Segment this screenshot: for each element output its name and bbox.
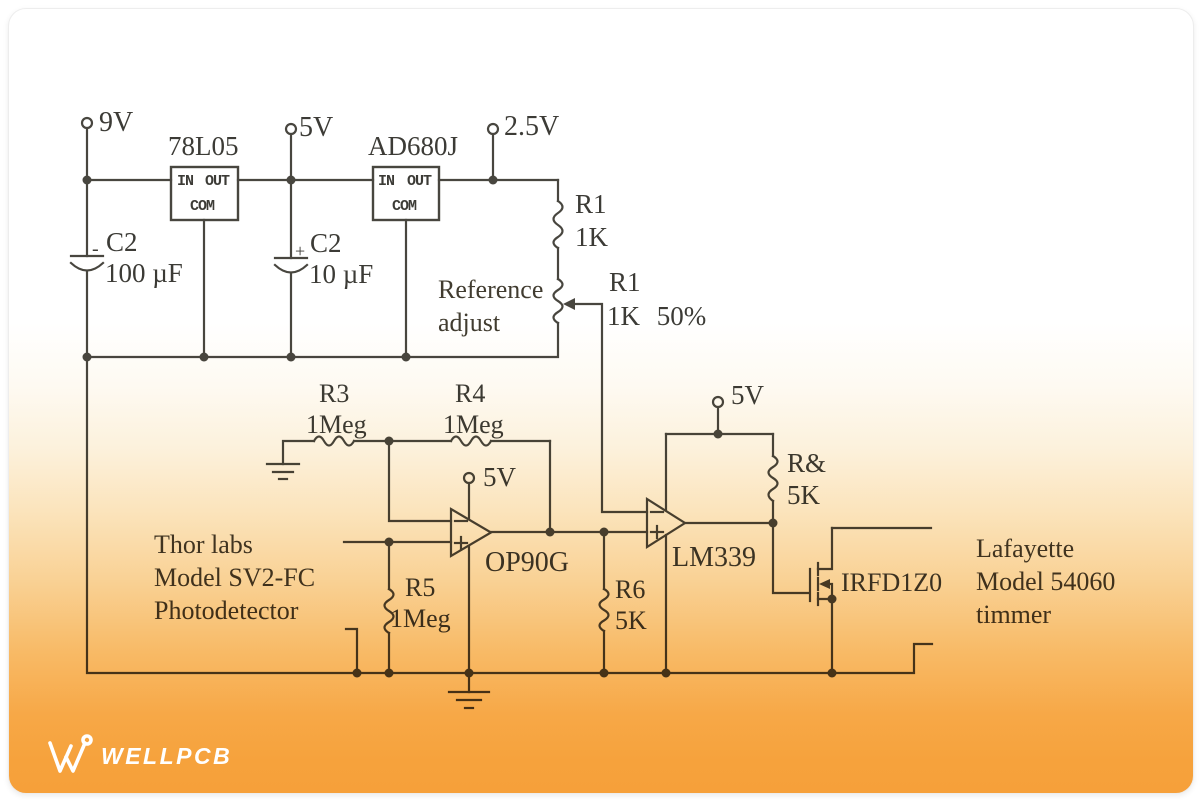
label-9v: 9V (99, 107, 134, 138)
photodetector-line3: Photodetector (154, 596, 299, 625)
comparator-lm339-symbol (645, 405, 775, 675)
wellpcb-logo-mark (48, 734, 93, 773)
timer-line1: Lafayette (976, 534, 1075, 563)
label-irfd1z0: IRFD1Z0 (841, 568, 943, 597)
cap-c2b-value: 10 µF (309, 259, 374, 289)
res-r7-name: R& (787, 448, 827, 478)
label-78l05: 78L05 (168, 131, 239, 161)
resistor-r6-5k (598, 530, 610, 675)
res-r6-name: R6 (615, 575, 646, 604)
resistor-r1-1k (552, 178, 564, 281)
res-r4-value: 1Meg (443, 410, 504, 439)
label-5v: 5V (299, 112, 334, 143)
note-reference-line1: Reference (438, 275, 544, 304)
ground-symbol-main (447, 690, 491, 710)
timer-line2: Model 54060 (976, 567, 1116, 596)
cap-c2a-polarity: - (92, 238, 99, 260)
wellpcb-logo-text: WELLPCB (101, 743, 233, 769)
cap-c2a-value: 100 µF (105, 258, 183, 288)
mosfet-irfd1z0-symbol (771, 521, 933, 675)
res-r7-value: 5K (787, 480, 820, 510)
opamp-input-wires (342, 439, 453, 544)
cap-c2b-name: C2 (310, 228, 342, 258)
pin-ad680j-com: COM (392, 198, 417, 215)
note-reference-line2: adjust (438, 308, 501, 337)
schematic-canvas (69, 116, 934, 710)
note-reference-adjust: Reference adjust (438, 273, 543, 339)
pin-78l05-in: IN (177, 173, 194, 190)
cap-c2a-name: C2 (106, 227, 138, 257)
photodetector-line1: Thor labs (154, 530, 253, 559)
schematic-scene: 9V 5V 2.5V 78L05 AD680J IN OUT COM IN OU… (9, 9, 1193, 793)
res-r5-name: R5 (405, 573, 436, 602)
res-r1-value: 1K (575, 222, 608, 252)
schematic-card: 9V 5V 2.5V 78L05 AD680J IN OUT COM IN OU… (8, 8, 1194, 794)
label-lm339: LM339 (672, 542, 756, 573)
pin-78l05-com: COM (190, 198, 215, 215)
res-r3-name: R3 (319, 379, 350, 408)
label-ad680j: AD680J (368, 131, 459, 161)
res-r4-name: R4 (455, 379, 486, 408)
label-op-5v: 5V (483, 462, 516, 492)
pot-r1-value: 1K 50% (607, 301, 707, 331)
ground-symbol-r3 (265, 462, 301, 481)
wellpcb-logo: WELLPCB (37, 727, 317, 787)
label-op90g: OP90G (485, 547, 570, 578)
pin-78l05-out: OUT (205, 173, 230, 190)
note-photodetector: Thor labs Model SV2-FC Photodetector (154, 528, 315, 627)
reference-ad680j-box (371, 165, 441, 359)
res-r5-value: 1Meg (390, 604, 451, 633)
note-timer: Lafayette Model 54060 timmer (976, 532, 1115, 631)
res-r3-value: 1Meg (306, 410, 367, 439)
resistor-r7-5k (767, 432, 779, 525)
timer-line3: timmer (976, 600, 1052, 629)
label-2v5: 2.5V (504, 111, 560, 142)
photodetector-line2: Model SV2-FC (154, 563, 316, 592)
resistor-r3-1meg (281, 435, 391, 466)
cap-c2b-polarity: + (295, 241, 306, 261)
label-cmp-5v: 5V (731, 380, 764, 410)
pin-ad680j-in: IN (378, 173, 395, 190)
pin-ad680j-out: OUT (407, 173, 432, 190)
res-r6-value: 5K (615, 606, 647, 635)
pot-r1-name: R1 (609, 267, 641, 297)
res-r1-name: R1 (575, 189, 607, 219)
potentiometer-r1-1k-50 (85, 277, 649, 514)
